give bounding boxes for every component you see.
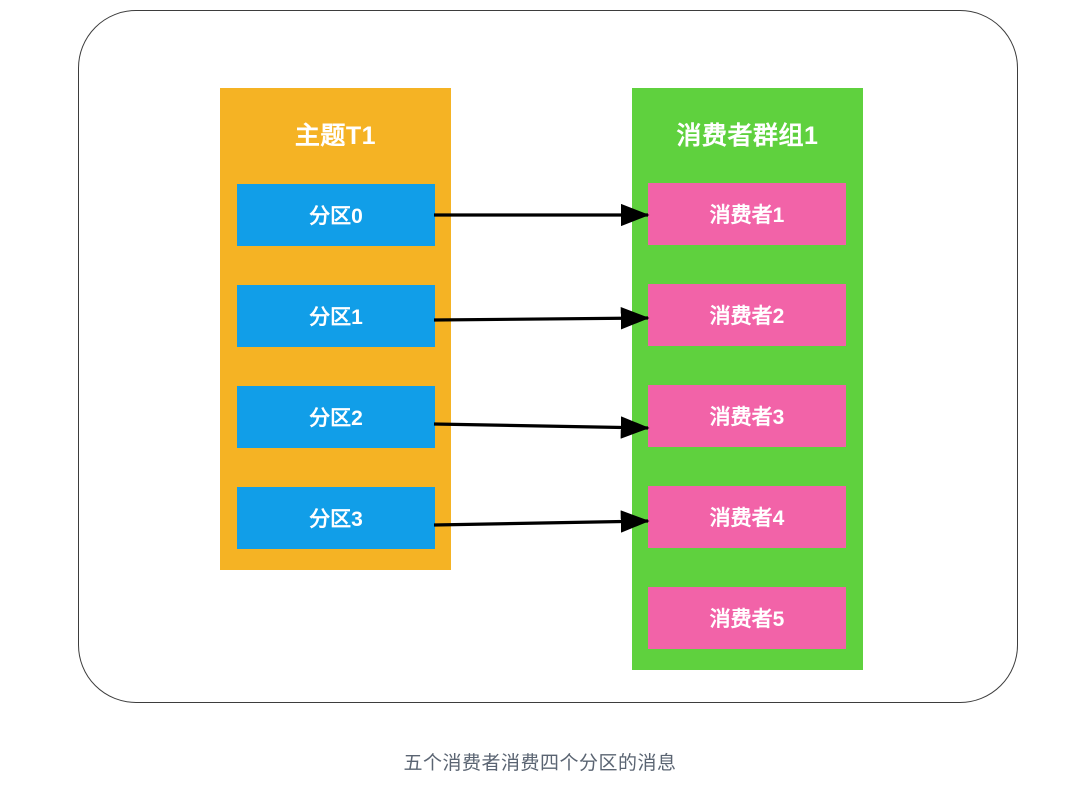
topic-title: 主题T1	[294, 122, 377, 150]
partition-chip-3[interactable]: 分区3	[237, 487, 435, 549]
consumer-chip-2[interactable]: 消费者2	[648, 284, 846, 346]
partition-chip-1[interactable]: 分区1	[237, 285, 435, 347]
consumer-chip-5[interactable]: 消费者5	[648, 587, 846, 649]
consumer-label: 消费者3	[709, 406, 785, 429]
outer-rounded-frame	[78, 10, 1018, 703]
consumer-label: 消费者2	[709, 305, 785, 328]
consumer-chip-1[interactable]: 消费者1	[648, 183, 846, 245]
consumer-label: 消费者4	[709, 507, 785, 530]
consumer-label: 消费者5	[709, 608, 785, 631]
partition-label: 分区1	[309, 306, 363, 329]
partition-chip-0[interactable]: 分区0	[237, 184, 435, 246]
consumer-group-title: 消费者群组1	[676, 122, 819, 150]
partition-label: 分区3	[309, 508, 363, 531]
consumer-group-container: 消费者群组1 消费者1 消费者2 消费者3 消费者4 消费者5	[632, 88, 863, 670]
diagram-caption: 五个消费者消费四个分区的消息	[403, 753, 677, 774]
topic-container: 主题T1 分区0 分区1 分区2 分区3	[220, 88, 451, 570]
partition-label: 分区2	[309, 407, 363, 430]
consumer-chip-3[interactable]: 消费者3	[648, 385, 846, 447]
partition-label: 分区0	[309, 205, 363, 228]
partition-chip-2[interactable]: 分区2	[237, 386, 435, 448]
consumer-chip-4[interactable]: 消费者4	[648, 486, 846, 548]
consumer-label: 消费者1	[709, 204, 785, 227]
